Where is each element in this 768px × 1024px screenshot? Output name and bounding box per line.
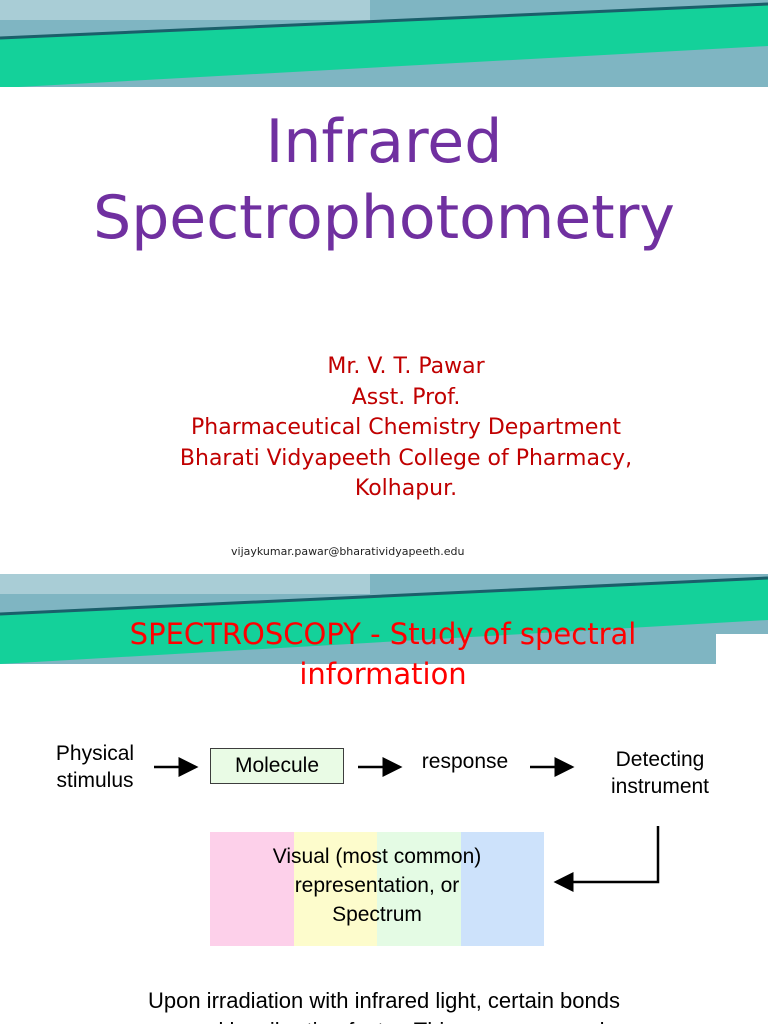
- author-position: Asst. Prof.: [351, 384, 461, 410]
- slide-title: Infrared Spectrophotometry: [0, 104, 768, 256]
- body-line: respond by vibrating faster. This respon…: [0, 1016, 768, 1024]
- top-banner-graphic: [0, 574, 768, 666]
- author-email[interactable]: vijaykumar.pawar@bharatividyapeeth.edu: [231, 545, 465, 558]
- slide-title-line: Spectrophotometry: [93, 183, 675, 253]
- author-institution: Bharati Vidyapeeth College of Pharmacy,: [179, 445, 633, 471]
- author-name: Mr. V. T. Pawar: [327, 354, 485, 379]
- author-city: Kolhapur.: [354, 476, 458, 501]
- detecting-instrument-label: Detecting instrument: [598, 746, 722, 800]
- spectrum-band-yellow: [293, 832, 377, 946]
- arrow-detector-to-spectrum: [553, 826, 660, 892]
- response-label: response: [421, 750, 509, 773]
- spectrum-line: Visual (most common): [272, 845, 482, 868]
- diagram-arrows: [154, 757, 660, 892]
- body-line: Upon irradiation with infrared light, ce…: [147, 988, 621, 1013]
- spectrum-band-blue: [460, 832, 544, 946]
- author-department: Pharmaceutical Chemistry Department: [191, 415, 621, 440]
- spectrum-band-pink: [210, 832, 294, 946]
- spectrum-line: representation, or: [294, 874, 460, 897]
- spectrum-label: Visual (most common) representation, or …: [210, 842, 544, 929]
- slide-body-text: Upon irradiation with infrared light, ce…: [0, 986, 768, 1024]
- physical-stimulus-label: Physical stimulus: [40, 740, 150, 794]
- slide-heading-line: information: [299, 657, 467, 691]
- slide-title-line: Infrared: [265, 107, 503, 177]
- content-slide: SPECTROSCOPY - Study of spectral informa…: [0, 574, 768, 1024]
- detector-line: instrument: [610, 775, 710, 798]
- title-slide: Infrared Spectrophotometry Mr. V. T. Paw…: [0, 0, 768, 558]
- spectrum-color-bands: [210, 832, 544, 946]
- stimulus-line: Physical: [55, 742, 135, 765]
- top-banner-graphic: [0, 0, 768, 92]
- molecule-box: Molecule: [210, 748, 344, 784]
- stimulus-line: stimulus: [56, 769, 134, 792]
- slide-heading-line: SPECTROSCOPY - Study of spectral: [129, 617, 637, 651]
- slide-heading: SPECTROSCOPY - Study of spectral informa…: [0, 614, 766, 694]
- spectrum-line: Spectrum: [332, 903, 422, 926]
- molecule-label: Molecule: [234, 754, 320, 777]
- author-block: Mr. V. T. Pawar Asst. Prof. Pharmaceutic…: [0, 352, 768, 505]
- detector-line: Detecting: [615, 748, 705, 771]
- spectrum-band-green: [377, 832, 461, 946]
